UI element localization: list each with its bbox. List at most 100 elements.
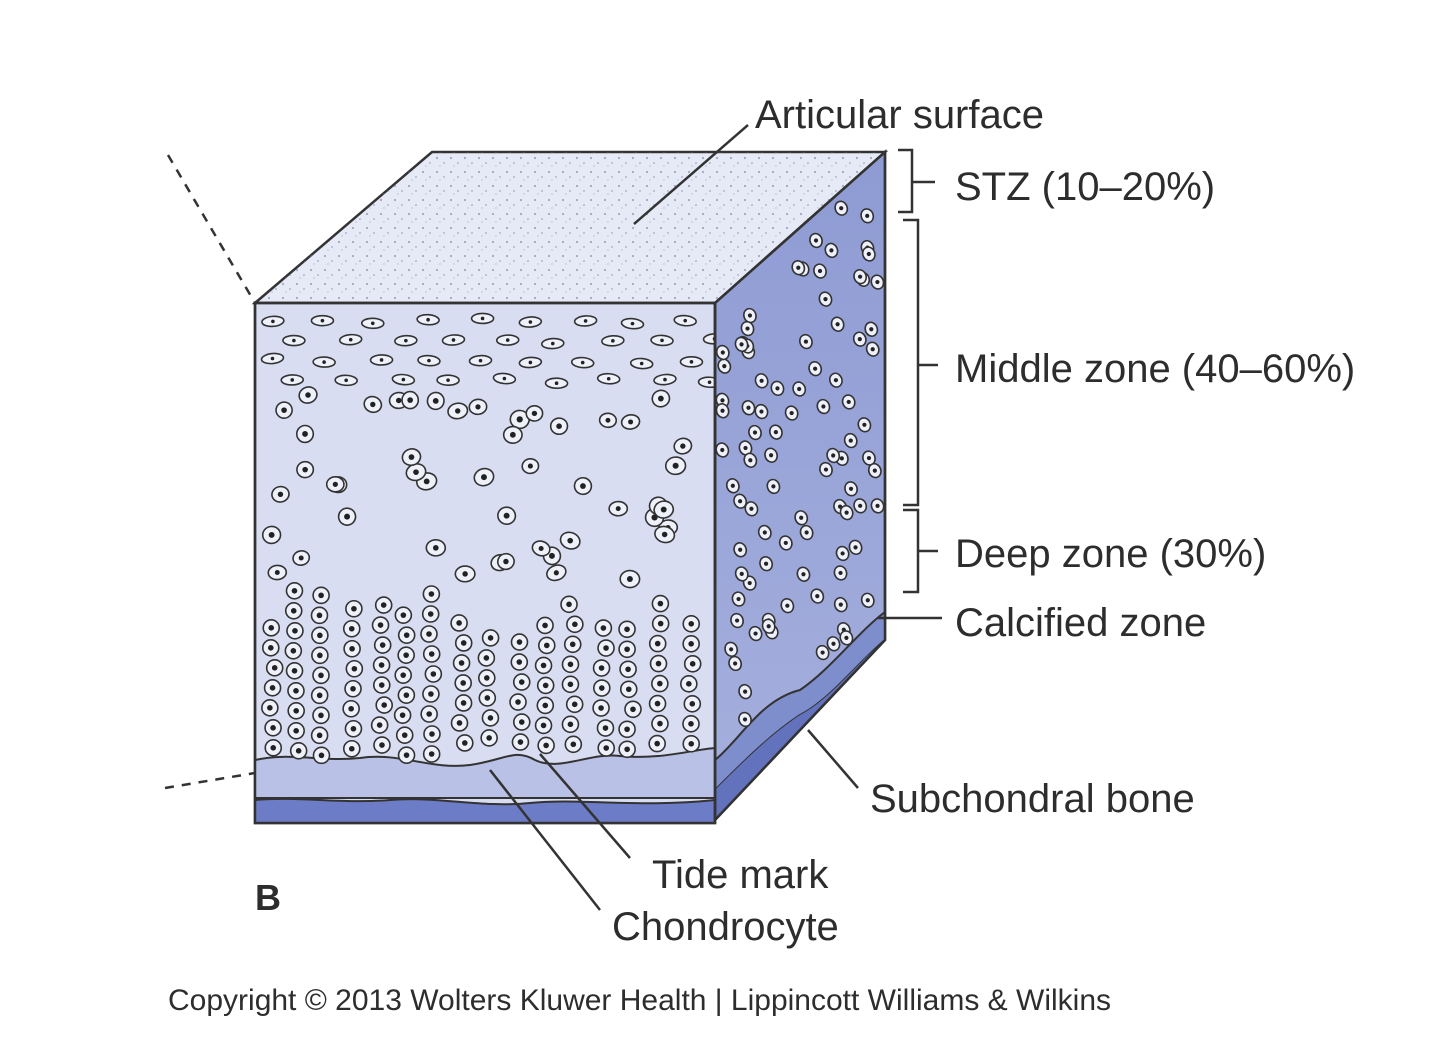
cell-nucleus: [602, 725, 609, 731]
cell-nucleus: [274, 570, 280, 575]
label-stz: STZ (10–20%): [955, 165, 1215, 209]
cell-nucleus: [503, 512, 510, 519]
calcified-zone-band: [255, 746, 715, 799]
cell-nucleus: [624, 626, 630, 633]
cell-nucleus: [548, 552, 555, 559]
cell-nucleus: [408, 454, 415, 460]
cell-nucleus: [484, 675, 490, 681]
cell-nucleus: [739, 571, 744, 577]
cell-nucleus: [540, 662, 547, 669]
bone-band: [255, 797, 715, 823]
cell-nucleus: [542, 622, 548, 629]
cell-nucleus: [599, 685, 605, 691]
cell-nucleus: [478, 358, 483, 363]
cell-nucleus: [268, 625, 275, 631]
cell-nucleus: [840, 551, 845, 556]
cell-nucleus: [630, 321, 635, 326]
chondrocyte-cells-front: [260, 312, 715, 765]
cell-nucleus: [351, 605, 357, 612]
cell-nucleus: [480, 316, 485, 321]
label-calcified-zone: Calcified zone: [955, 601, 1206, 645]
label-tide-mark: Tide mark: [652, 853, 829, 897]
cell-nucleus: [566, 601, 572, 608]
cell-nucleus: [401, 377, 406, 382]
cell-nucleus: [350, 725, 357, 732]
cell-nucleus: [349, 645, 355, 652]
cell-nucleus: [428, 691, 434, 697]
cell-nucleus: [290, 608, 297, 614]
cell-nucleus: [427, 358, 431, 363]
cell-nucleus: [866, 251, 871, 257]
cell-nucleus: [707, 380, 712, 385]
cell-nucleus: [813, 366, 818, 371]
cell-nucleus: [657, 620, 664, 627]
cell-nucleus: [517, 739, 524, 745]
cell-nucleus: [848, 486, 854, 491]
cell-nucleus: [503, 558, 509, 565]
deep-zone-bracket: [903, 508, 938, 594]
cell-nucleus: [799, 515, 804, 520]
cell-nucleus: [688, 721, 694, 727]
cell-nucleus: [318, 752, 325, 759]
cell-nucleus: [738, 547, 743, 552]
cell-nucleus: [426, 631, 432, 637]
cell-nucleus: [413, 469, 419, 476]
cell-nucleus: [487, 715, 494, 721]
cell-nucleus: [518, 719, 525, 725]
top-face-stipple: [255, 152, 885, 303]
cell-nucleus: [407, 397, 413, 403]
cell-nucleus: [742, 717, 748, 722]
cell-nucleus: [460, 680, 467, 686]
cell-nucleus: [509, 431, 516, 438]
cell-nucleus: [803, 339, 809, 344]
cell-nucleus: [570, 741, 577, 748]
cell-nucleus: [403, 632, 410, 638]
cell-nucleus: [571, 701, 578, 708]
cell-nucleus: [427, 611, 434, 617]
cell-nucleus: [318, 592, 324, 599]
cell-nucleus: [518, 679, 525, 685]
cell-nucleus: [823, 297, 828, 302]
cell-nucleus: [542, 682, 549, 689]
cell-nucleus: [624, 726, 630, 733]
cell-nucleus: [743, 689, 748, 694]
cell-nucleus: [379, 642, 386, 648]
cell-nucleus: [395, 397, 402, 404]
cell-nucleus: [739, 342, 744, 347]
cell-nucleus: [348, 745, 355, 752]
cell-nucleus: [351, 665, 358, 672]
cell-nucleus: [460, 640, 467, 646]
cell-nucleus: [428, 591, 435, 597]
cell-nucleus: [606, 376, 611, 381]
cell-nucleus: [399, 712, 406, 718]
cell-nucleus: [270, 356, 275, 361]
cell-nucleus: [567, 681, 574, 688]
cell-nucleus: [611, 339, 615, 343]
cell-nucleus: [481, 474, 487, 481]
cell-nucleus: [654, 740, 660, 747]
cell-nucleus: [603, 745, 610, 751]
cell-nucleus: [598, 705, 604, 711]
cell-nucleus: [370, 321, 375, 326]
cell-nucleus: [657, 680, 663, 687]
cell-nucleus: [865, 598, 870, 603]
cell-nucleus: [748, 458, 753, 463]
cell-nucleus: [654, 640, 661, 647]
cell-nucleus: [538, 545, 544, 551]
cell-nucleus: [639, 361, 644, 366]
cell-nucleus: [271, 665, 278, 671]
cell-nucleus: [293, 688, 299, 694]
cell-nucleus: [270, 745, 277, 751]
cell-nucleus: [680, 443, 686, 449]
cell-nucleus: [344, 513, 351, 520]
cell-nucleus: [267, 645, 274, 651]
cell-nucleus: [865, 213, 870, 218]
cell-nucleus: [291, 588, 298, 594]
cell-nucleus: [672, 462, 679, 469]
cell-nucleus: [846, 399, 851, 405]
cell-nucleus: [567, 661, 574, 668]
cell-nucleus: [745, 326, 750, 331]
cell-nucleus: [400, 612, 407, 618]
cell-nucleus: [316, 732, 323, 739]
cell-nucleus: [768, 453, 774, 458]
